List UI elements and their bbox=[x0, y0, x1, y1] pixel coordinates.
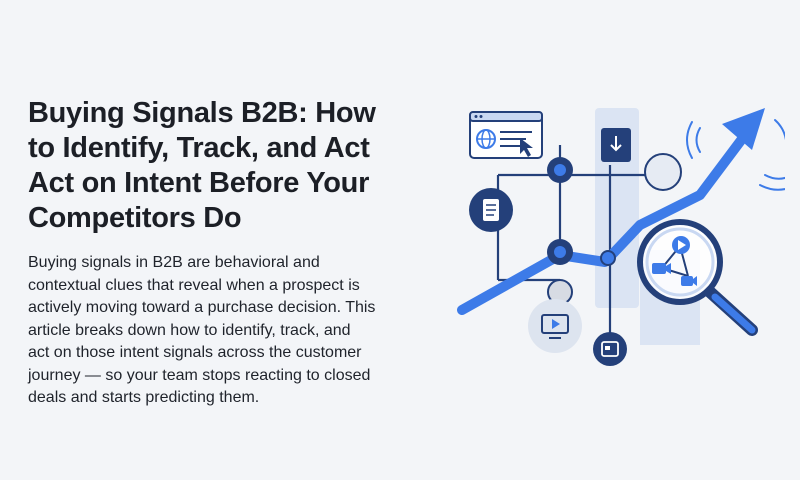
document-icon bbox=[469, 188, 513, 232]
description-line: deals and starts predicting them. bbox=[28, 389, 260, 406]
description-line: actively moving toward a purchase decisi… bbox=[28, 299, 376, 316]
download-document-icon bbox=[601, 128, 631, 162]
node bbox=[600, 250, 616, 266]
title-line: Buying Signals B2B: How bbox=[28, 97, 376, 129]
description-line: Buying signals in B2B are behavioral and bbox=[28, 254, 320, 271]
title-line: to Identify, Track, and Act bbox=[28, 132, 370, 164]
node bbox=[644, 153, 682, 191]
article-description: Buying signals in B2B are behavioral and… bbox=[28, 252, 438, 410]
description-line: contextual clues that reveal when a pros… bbox=[28, 276, 360, 294]
video-camera-icon bbox=[681, 276, 697, 286]
trend-arrow-icon bbox=[457, 130, 750, 315]
video-camera-icon bbox=[652, 263, 671, 274]
small-window-icon bbox=[593, 332, 627, 366]
cursor-icon bbox=[520, 138, 533, 157]
article-text: Buying Signals B2B: How to Identify, Tra… bbox=[28, 96, 438, 410]
title-line: Act on Intent Before Your bbox=[28, 167, 370, 199]
article-title: Buying Signals B2B: How to Identify, Tra… bbox=[28, 96, 438, 236]
description-line: article breaks down how to identify, tra… bbox=[28, 321, 351, 339]
description-line: act on those intent signals across the c… bbox=[28, 344, 362, 361]
play-icon bbox=[672, 236, 690, 254]
node bbox=[554, 246, 566, 258]
title-line: Competitors Do bbox=[28, 202, 242, 234]
intent-signals-illustration bbox=[457, 108, 785, 366]
description-line: journey — so your team stops reacting to… bbox=[28, 366, 371, 384]
signal-waves-icon bbox=[686, 119, 785, 191]
trend-arrow-head bbox=[722, 108, 765, 150]
magnifying-glass-icon bbox=[637, 219, 758, 336]
video-monitor-icon bbox=[528, 299, 582, 353]
node bbox=[554, 164, 566, 176]
globe-icon bbox=[476, 129, 496, 149]
